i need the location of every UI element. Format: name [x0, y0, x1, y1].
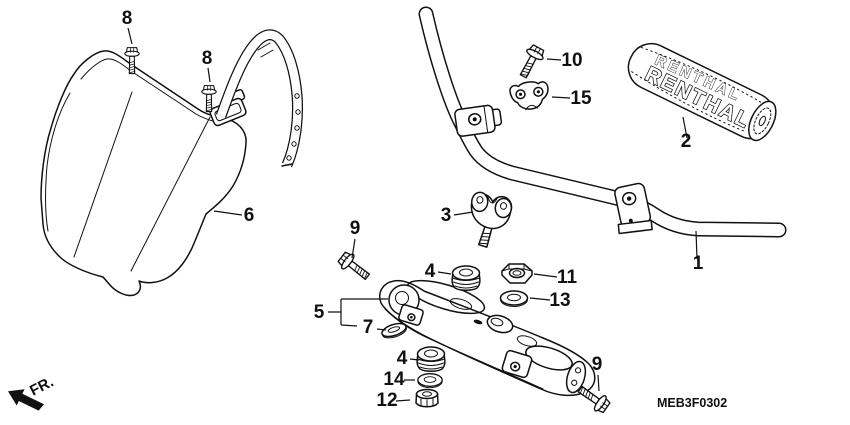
handlebar-drawing: [418, 6, 787, 238]
top-bridge-drawing: [379, 279, 596, 397]
bushing-lower: [416, 346, 446, 372]
nut-11: [501, 263, 533, 284]
callout-2[interactable]: 2: [681, 131, 692, 152]
grip-pad-drawing: RENTHAL RENTHAL: [627, 42, 777, 142]
callout-3[interactable]: 3: [441, 205, 452, 226]
front-direction-arrow: FR.: [8, 373, 56, 411]
callout-1[interactable]: 1: [693, 253, 704, 274]
callout-9-left[interactable]: 9: [350, 218, 361, 239]
callout-14[interactable]: 14: [383, 369, 405, 390]
callout-labels: 8 8 6 10 15 2 1 3 9 4 11 13 5 7 4 14 12 …: [122, 8, 704, 411]
number-plate-strap: [215, 29, 303, 168]
callout-9-right[interactable]: 9: [592, 354, 603, 375]
callout-12[interactable]: 12: [376, 390, 397, 411]
callout-11[interactable]: 11: [557, 267, 578, 288]
callout-4-upper[interactable]: 4: [425, 261, 436, 282]
bushing-upper: [451, 265, 481, 291]
callout-7[interactable]: 7: [363, 317, 374, 338]
nut-12: [415, 388, 439, 408]
arrow-icon: [8, 389, 44, 411]
washer-13: [499, 290, 529, 308]
callout-15[interactable]: 15: [570, 88, 592, 109]
callout-leader-lines: [127, 27, 698, 402]
holder-bolt: [514, 42, 548, 82]
callout-5[interactable]: 5: [314, 302, 325, 323]
callout-6[interactable]: 6: [244, 205, 255, 226]
lock-plate-drawing: [381, 322, 407, 339]
callout-8-right[interactable]: 8: [202, 48, 213, 69]
number-plate-drawing: [40, 29, 303, 297]
diagram-code: MEB3F0302: [657, 396, 727, 410]
bar-clamp-right: [614, 182, 653, 235]
upper-holder-drawing: [509, 81, 549, 111]
callout-13[interactable]: 13: [549, 290, 570, 311]
callout-8-left[interactable]: 8: [122, 8, 133, 29]
callout-10[interactable]: 10: [561, 50, 582, 71]
washer-14: [417, 373, 443, 389]
pinch-bolt-left: [335, 249, 374, 285]
front-direction-label: FR.: [27, 373, 56, 399]
lower-holder-drawing: [470, 191, 513, 248]
callout-4-lower[interactable]: 4: [397, 348, 408, 369]
bar-clamp-left: [454, 104, 503, 137]
